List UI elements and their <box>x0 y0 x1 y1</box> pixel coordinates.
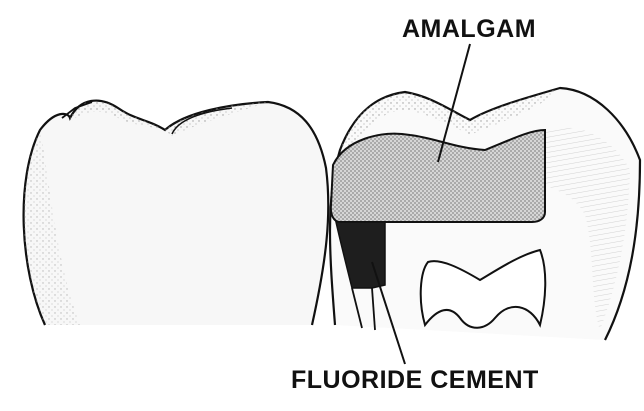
adjacent-tooth-outline <box>24 101 329 325</box>
amalgam-label: AMALGAM <box>402 17 536 42</box>
restored-tooth <box>330 88 640 340</box>
adjacent-tooth <box>24 101 329 325</box>
amalgam-restoration <box>331 130 545 222</box>
fluoride-cement-label: FLUORIDE CEMENT <box>291 368 539 393</box>
